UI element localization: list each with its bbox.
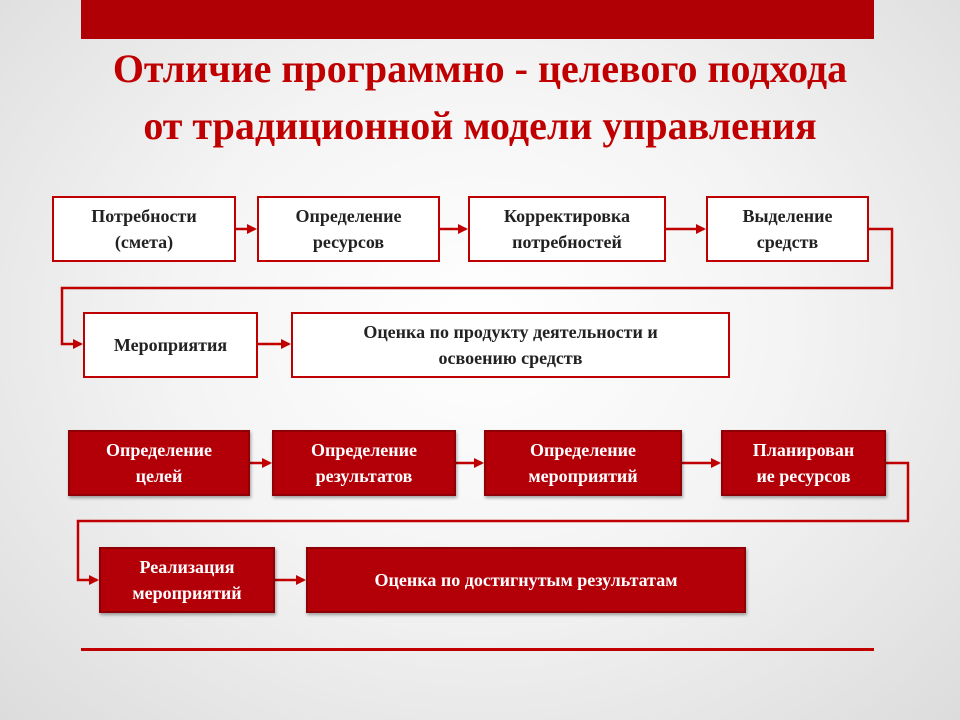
arrow-trad-4-5 [60,227,894,349]
title-line-1: Отличие программно - целевого подхода [112,46,848,91]
arrow-prog-4-5 [76,461,910,585]
top-accent-bar [81,0,874,39]
slide-title: Отличие программно - целевого подхода от… [0,40,960,154]
title-line-2: от традиционной модели управления [143,103,817,148]
prog-box-evaluation: Оценка по достигнутым результатам [306,547,746,613]
bottom-divider [81,648,874,651]
trad-box-measures: Мероприятия [83,312,258,378]
trad-box-needs: Потребности(смета) [52,196,236,262]
